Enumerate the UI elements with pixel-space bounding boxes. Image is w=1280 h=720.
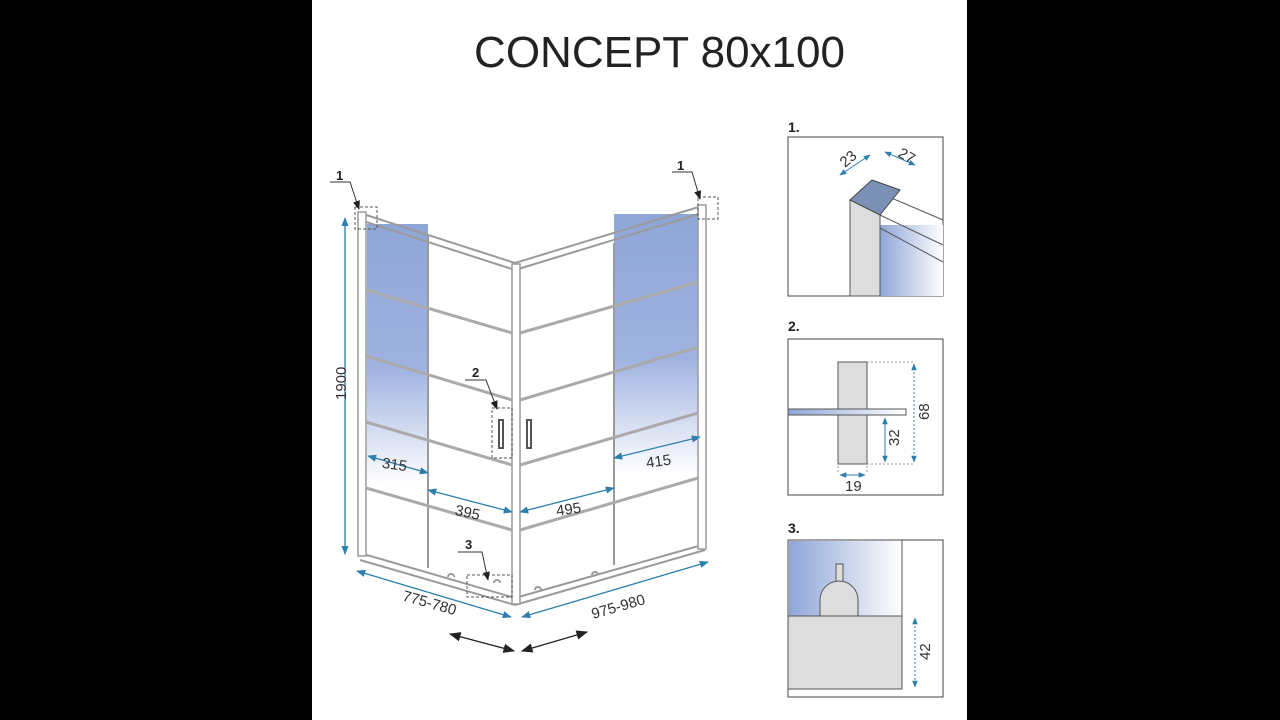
detail-2-dim-19: 19	[845, 478, 862, 495]
callout-1-right: 1	[677, 158, 684, 173]
detail-3-panel	[787, 539, 944, 698]
detail-1-panel	[787, 136, 944, 297]
left-door-handle	[498, 419, 504, 449]
dim-left-door: 395	[453, 502, 481, 524]
detail-3-dim-42: 42	[917, 643, 934, 660]
detail-1-label: 1.	[788, 119, 800, 135]
callout-1-left: 1	[336, 168, 343, 183]
sliding-direction-arrows	[448, 630, 589, 653]
detail-2-dim-32: 32	[886, 429, 903, 446]
detail-2-dim-68: 68	[916, 403, 933, 420]
dim-left-fixed: 315	[381, 455, 408, 475]
callout-1-right-leader	[672, 171, 702, 200]
detail-2-label: 2.	[788, 318, 800, 334]
dim-right-fixed: 415	[645, 452, 672, 472]
dim-right-width: 975-980	[590, 591, 648, 623]
page-title: CONCEPT 80x100	[474, 28, 845, 77]
detail-3-label: 3.	[788, 520, 800, 536]
left-fixed-glass	[367, 224, 428, 484]
dimension-lines	[341, 217, 709, 619]
callout-3-leader	[458, 551, 490, 581]
dim-right-door: 495	[555, 500, 582, 520]
dim-height: 1900	[333, 367, 350, 400]
callout-3: 3	[465, 537, 472, 552]
detail-2-panel	[787, 338, 944, 496]
callout-2-leader	[465, 379, 498, 410]
callout-1-left-leader	[330, 181, 360, 210]
right-fixed-glass	[614, 214, 699, 474]
detail-1-dim-27: 27	[895, 145, 918, 168]
callout-2: 2	[472, 365, 479, 380]
right-door-handle	[526, 419, 532, 449]
